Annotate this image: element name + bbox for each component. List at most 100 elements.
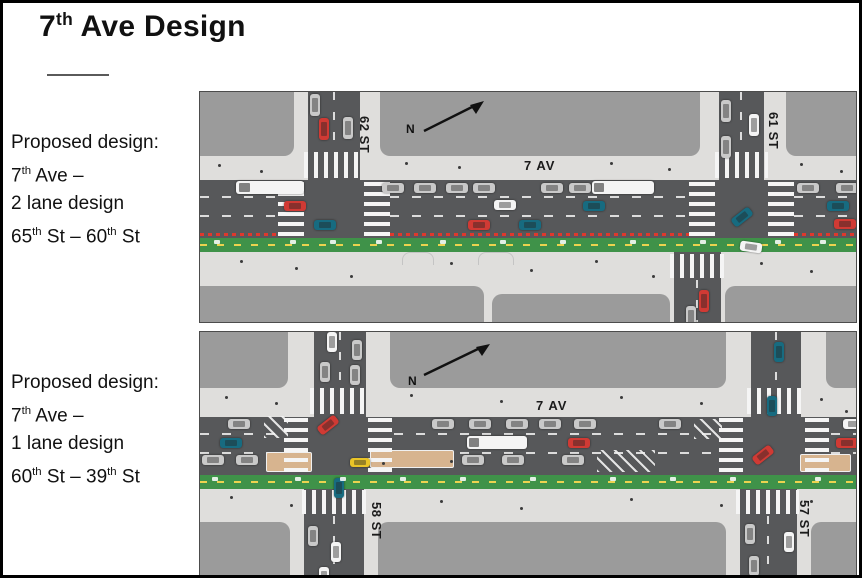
car-gray: [539, 419, 561, 429]
north-label: N: [406, 122, 415, 136]
crosswalk: [284, 418, 308, 474]
pedestrian-dot: [240, 260, 243, 263]
page-title: 7th Ave Design: [39, 9, 246, 44]
caption-2lane: Proposed design: 7th Ave – 2 lane design…: [11, 129, 199, 252]
pedestrian-dot: [520, 507, 523, 510]
pedestrian-dot: [652, 275, 655, 278]
car-red: [284, 201, 306, 211]
bike-lane-marking: [295, 477, 301, 481]
lane-marking: [200, 215, 278, 217]
crosswalk: [805, 418, 829, 474]
pedestrian-dot: [382, 462, 385, 465]
pedestrian-dot: [800, 163, 803, 166]
building-block: [811, 522, 856, 575]
car-gray: [308, 526, 318, 546]
crosswalk: [719, 418, 743, 474]
building-block: [786, 92, 856, 156]
caption-line: Proposed design:: [11, 372, 159, 393]
car-red: [319, 118, 329, 140]
car-white: [843, 419, 856, 429]
lane-marking: [333, 92, 335, 150]
pedestrian-dot: [845, 410, 848, 413]
bike-lane-marking: [290, 240, 296, 244]
car-gray: [541, 183, 563, 193]
lane-marking: [740, 92, 742, 150]
bike-lane-marking: [730, 477, 736, 481]
lane-marking: [831, 433, 856, 435]
crosswalk: [689, 182, 715, 236]
car-teal: [583, 201, 605, 211]
car-teal: [767, 396, 777, 416]
crosswalk: [736, 490, 799, 514]
pedestrian-dot: [760, 262, 763, 265]
truck-white: [592, 181, 654, 194]
lane-marking: [394, 433, 719, 435]
car-white: [327, 332, 337, 352]
bike-lane-centerline: [200, 244, 856, 246]
avenue-label: 7 AV: [524, 158, 556, 173]
caption-1lane: Proposed design: 7th Ave – 1 lane design…: [11, 369, 199, 492]
car-gray: [686, 306, 696, 322]
building-block: [378, 522, 726, 575]
lane-marking: [794, 196, 856, 198]
caption-line: 1 lane design: [11, 433, 125, 455]
car-gray: [469, 419, 491, 429]
bike-lane-marking: [440, 240, 446, 244]
car-white: [331, 542, 341, 562]
pedestrian-dot: [295, 267, 298, 270]
building-block: [200, 522, 290, 575]
bike-lane-marking: [400, 477, 406, 481]
pedestrian-dot: [630, 498, 633, 501]
lane-marking: [200, 452, 284, 454]
lane-marking: [767, 516, 769, 575]
car-white: [784, 532, 794, 552]
pedestrian-dot: [275, 402, 278, 405]
pedestrian-dot: [530, 269, 533, 272]
caption-line: 2 lane design: [11, 193, 125, 215]
car-gray: [432, 419, 454, 429]
crosswalk: [768, 182, 794, 236]
bike-lane-marking: [630, 240, 636, 244]
building-block: [380, 92, 700, 156]
car-red: [468, 220, 490, 230]
buffer-hatch: [597, 450, 655, 472]
bike-lane-marking: [530, 477, 536, 481]
car-gray: [506, 419, 528, 429]
crosswalk: [670, 254, 725, 278]
caption-line: 60th St – 39th St: [11, 466, 140, 488]
pedestrian-dot: [810, 270, 813, 273]
lane-marking: [200, 196, 278, 198]
car-teal: [334, 478, 344, 498]
title-text: 7: [39, 10, 56, 43]
lane-marking: [696, 280, 698, 322]
pedestrian-dot: [440, 500, 443, 503]
car-red: [568, 438, 590, 448]
lane-marking: [200, 433, 284, 435]
pedestrian-dot: [350, 275, 353, 278]
caption-line: 65th St – 60th St: [11, 226, 140, 248]
north-arrow-icon: [423, 344, 490, 377]
avenue-label: 7 AV: [536, 398, 568, 413]
pedestrian-dot: [458, 166, 461, 169]
buffer-hatch: [264, 416, 288, 438]
bike-lane-marking: [610, 477, 616, 481]
title-superscript: th: [56, 9, 74, 29]
street-label-62st: 62 ST: [357, 116, 372, 154]
bike-lane-marking: [340, 477, 346, 481]
pedestrian-dot: [610, 162, 613, 165]
caption-line: 7th Ave –: [11, 165, 84, 187]
car-gray: [228, 419, 250, 429]
car-red: [834, 219, 856, 229]
street-label-61st: 61 ST: [766, 112, 781, 150]
car-gray: [446, 183, 468, 193]
title-text: Ave Design: [73, 10, 246, 43]
building-block: [826, 332, 856, 388]
car-gray: [473, 183, 495, 193]
bike-lane-centerline: [200, 481, 856, 483]
car-gray: [320, 362, 330, 382]
buffer-hatch: [694, 419, 722, 439]
red-curb-marking: [794, 233, 856, 236]
bike-lane-marking: [330, 240, 336, 244]
truck-white: [467, 436, 527, 449]
pedestrian-dot: [450, 460, 453, 463]
